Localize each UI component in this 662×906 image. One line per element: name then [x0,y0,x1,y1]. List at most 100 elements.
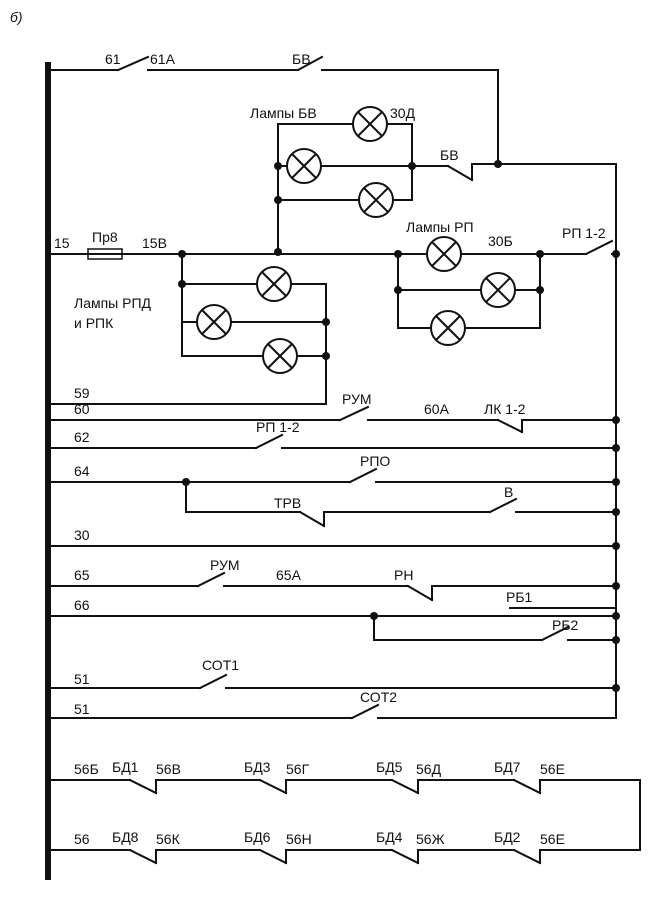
row-51-sot1 [47,673,617,690]
lamp-icon [358,182,394,218]
lamp-icon [352,106,388,142]
junction-dot [612,250,620,258]
row-66 [47,615,617,642]
lamp-icon [262,338,298,374]
junction-dot [612,582,620,590]
contact-label-rn: РН [394,567,413,583]
wire-label-56zh: 56Ж [416,831,445,847]
lamp-icon [426,236,462,272]
junction-dot [612,508,620,516]
wire-label-30b: 30Б [488,233,513,249]
junction-dot [178,280,186,288]
junction-dot [612,478,620,486]
contact-label-bv-top: БВ [292,51,311,67]
row-60 [47,405,617,434]
wire-label-60a: 60А [424,401,450,417]
junction-dot [612,684,620,692]
lamp-icon [196,304,232,340]
contact-label-rp12-top: РП 1-2 [562,225,606,241]
wire-label-30: 30 [74,527,90,543]
bd-chain-bottom [47,848,641,865]
contact-label-rb1: РБ1 [506,589,533,605]
contact-label-rum-60: РУМ [342,391,372,407]
wire-label-51-b: 51 [74,701,90,717]
wire-label-56: 56 [74,831,90,847]
lamp-icon [256,266,292,302]
wire-label-30d: 30Д [390,105,416,121]
lamp-icon [286,148,322,184]
contact-label-v: В [504,484,513,500]
lamp-icon [480,272,516,308]
contact-label-bd5: БД5 [376,759,403,775]
wire-label-64: 64 [74,463,90,479]
contact-label-rum-65: РУМ [210,557,240,573]
contact-label-bv-mid: БВ [440,147,459,163]
row-61 [47,55,499,165]
wire-label-51-a: 51 [74,671,90,687]
lamp-icon [430,310,466,346]
lamp-group-label-rp: Лампы РП [406,219,474,235]
figure-label: б) [10,9,23,25]
contact-label-bd1: БД1 [112,759,139,775]
contact-label-rb2: РБ2 [552,617,579,633]
row-15 [47,163,617,719]
contact-label-bd8: БД8 [112,829,139,845]
junction-dot [612,636,620,644]
wire-label-65: 65 [74,567,90,583]
contact-label-lk12: ЛК 1-2 [484,401,526,417]
wire-label-56d: 56Д [416,761,442,777]
wire-label-61a: 61А [150,51,176,67]
wire-label-15v: 15В [142,235,167,251]
junction-dot [274,248,282,256]
contact-label-trv: ТРВ [274,495,301,511]
bd-chain-top [47,778,641,851]
junction-dot [274,196,282,204]
contact-label-bd7: БД7 [494,759,521,775]
lamp-group-rpd-rpk [181,253,327,405]
junction-dot [494,160,502,168]
contact-label-bd2: БД2 [494,829,521,845]
lamp-group-rp [397,253,541,329]
contact-label-sot2: СОТ2 [360,689,397,705]
junction-dot [612,612,620,620]
junction-dot [612,444,620,452]
row-62 [47,433,617,450]
row-65 [47,571,617,602]
wire-label-56e-top: 56Е [540,761,565,777]
contact-label-rp12-62: РП 1-2 [256,419,300,435]
junction-dot [408,162,416,170]
junction-dot [536,286,544,294]
contact-label-rpo: РПО [360,453,390,469]
contact-label-sot1: СОТ1 [202,657,239,673]
lamp-group-label-bv: Лампы БВ [250,105,317,121]
wire-label-56b: 56Б [74,761,99,777]
wire-label-56v: 56В [156,761,181,777]
row-51-sot2 [47,703,617,720]
wire-label-56k: 56К [156,831,181,847]
wire-label-66: 66 [74,597,90,613]
junction-dot [182,478,190,486]
fuse-label-pr8: Пр8 [92,229,118,245]
contact-label-bd4: БД4 [376,829,403,845]
wire-label-56g: 56Г [286,761,310,777]
lamp-group-label-rpk: и РПК [74,315,114,331]
wire-label-65a: 65А [276,567,302,583]
wire-label-61: 61 [105,51,121,67]
junction-dot [322,352,330,360]
wire-label-15: 15 [54,235,70,251]
lamp-group-label-rpd: Лампы РПД [74,295,152,311]
junction-dot [612,542,620,550]
wire-label-59: 59 [74,385,90,401]
junction-dot [612,416,620,424]
junction-dot [274,162,282,170]
junction-dot [370,612,378,620]
wire-label-60: 60 [74,401,90,417]
junction-dot [322,318,330,326]
wire-label-56n: 56Н [286,831,312,847]
contact-label-bd6: БД6 [244,829,271,845]
wire-label-62: 62 [74,429,90,445]
row-64 [47,467,617,528]
wire-label-56e-bottom: 56Е [540,831,565,847]
junction-dot [394,286,402,294]
